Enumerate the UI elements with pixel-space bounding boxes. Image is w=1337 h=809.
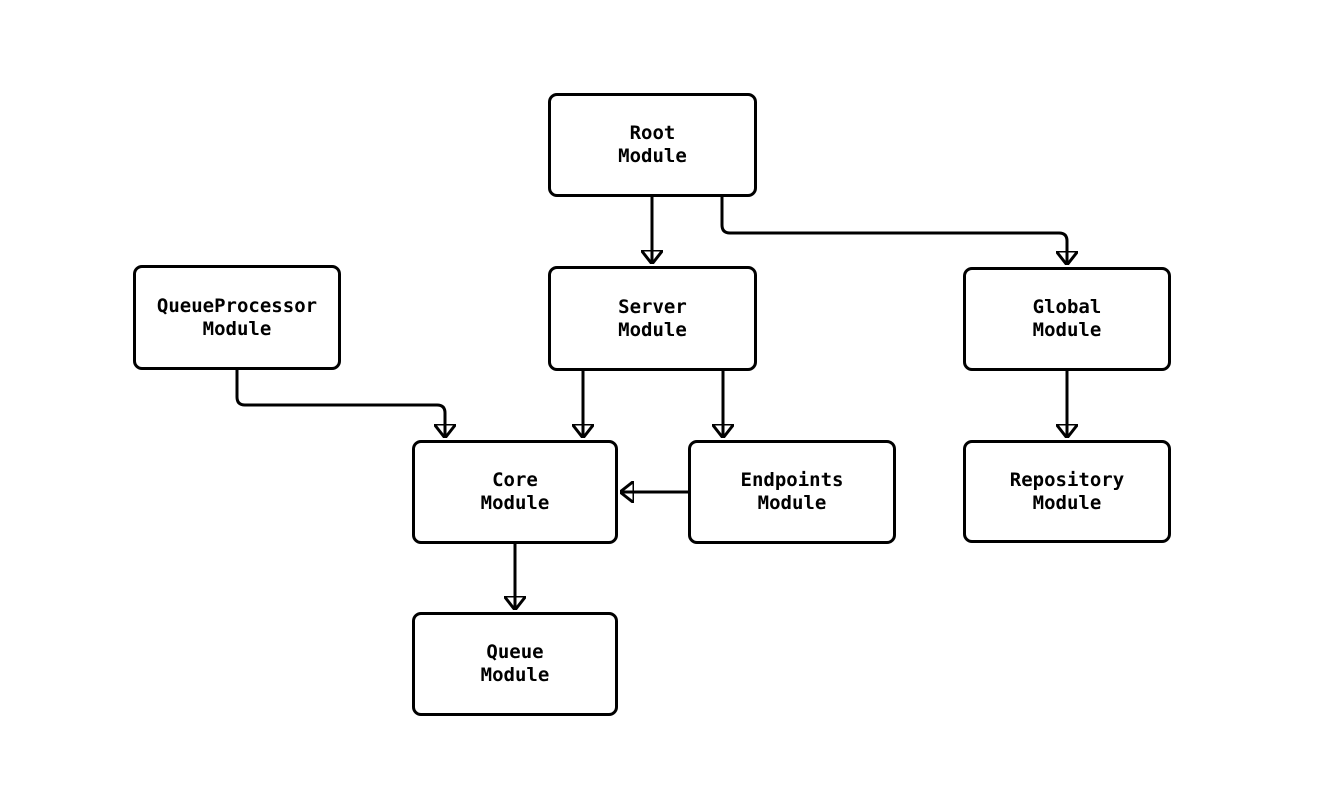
node-global-module: Global Module [963,267,1171,371]
node-queue-module: Queue Module [412,612,618,716]
edge-root-to-global [720,197,1067,264]
node-repository-module: Repository Module [963,440,1171,543]
node-server-module: Server Module [548,266,757,371]
node-core-module: Core Module [412,440,618,544]
edge-queueprocessor-to-core [235,370,445,437]
node-endpoints-module: Endpoints Module [688,440,896,544]
node-root-module: Root Module [548,93,757,197]
node-queueprocessor-module: QueueProcessor Module [133,265,341,370]
